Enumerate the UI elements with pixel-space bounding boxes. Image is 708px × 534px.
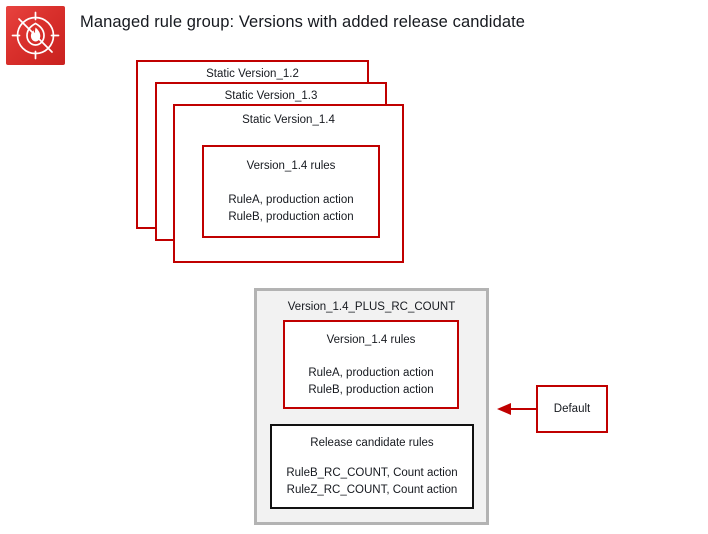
release-candidate-rules-box: Release candidate rules RuleB_RC_COUNT, … <box>270 424 474 509</box>
default-callout-box: Default <box>536 385 608 433</box>
release-candidate-panel-label: Version_1.4_PLUS_RC_COUNT <box>287 301 456 313</box>
static-version-label-1: Static Version_1.2 <box>206 68 299 80</box>
version-rules-title-rc: Version_1.4 rules <box>326 334 416 346</box>
rule-line: RuleB, production action <box>308 384 434 396</box>
version-rules-box-rc: Version_1.4 rules RuleA, production acti… <box>283 320 459 409</box>
release-candidate-rules-lines: RuleB_RC_COUNT, Count action RuleZ_RC_CO… <box>272 465 472 499</box>
static-version-label-3: Static Version_1.4 <box>242 114 335 126</box>
version-rules-title-top: Version_1.4 rules <box>246 160 336 172</box>
version-rules-lines-rc: RuleA, production action RuleB, producti… <box>285 365 457 399</box>
rule-line: RuleB_RC_COUNT, Count action <box>286 467 458 479</box>
release-candidate-rules-title: Release candidate rules <box>310 437 434 449</box>
aws-waf-logo <box>6 6 65 65</box>
rule-line: RuleB, production action <box>228 211 354 223</box>
version-rules-box-top: Version_1.4 rules RuleA, production acti… <box>202 145 380 238</box>
rule-line: RuleZ_RC_COUNT, Count action <box>286 484 458 496</box>
static-version-label-2: Static Version_1.3 <box>224 90 318 102</box>
version-rules-lines-top: RuleA, production action RuleB, producti… <box>204 192 378 226</box>
rule-line: RuleA, production action <box>228 194 354 206</box>
default-callout-label: Default <box>553 403 591 415</box>
page-title: Managed rule group: Versions with added … <box>80 13 526 31</box>
default-arrow-icon <box>497 403 540 415</box>
rule-line: RuleA, production action <box>308 367 434 379</box>
